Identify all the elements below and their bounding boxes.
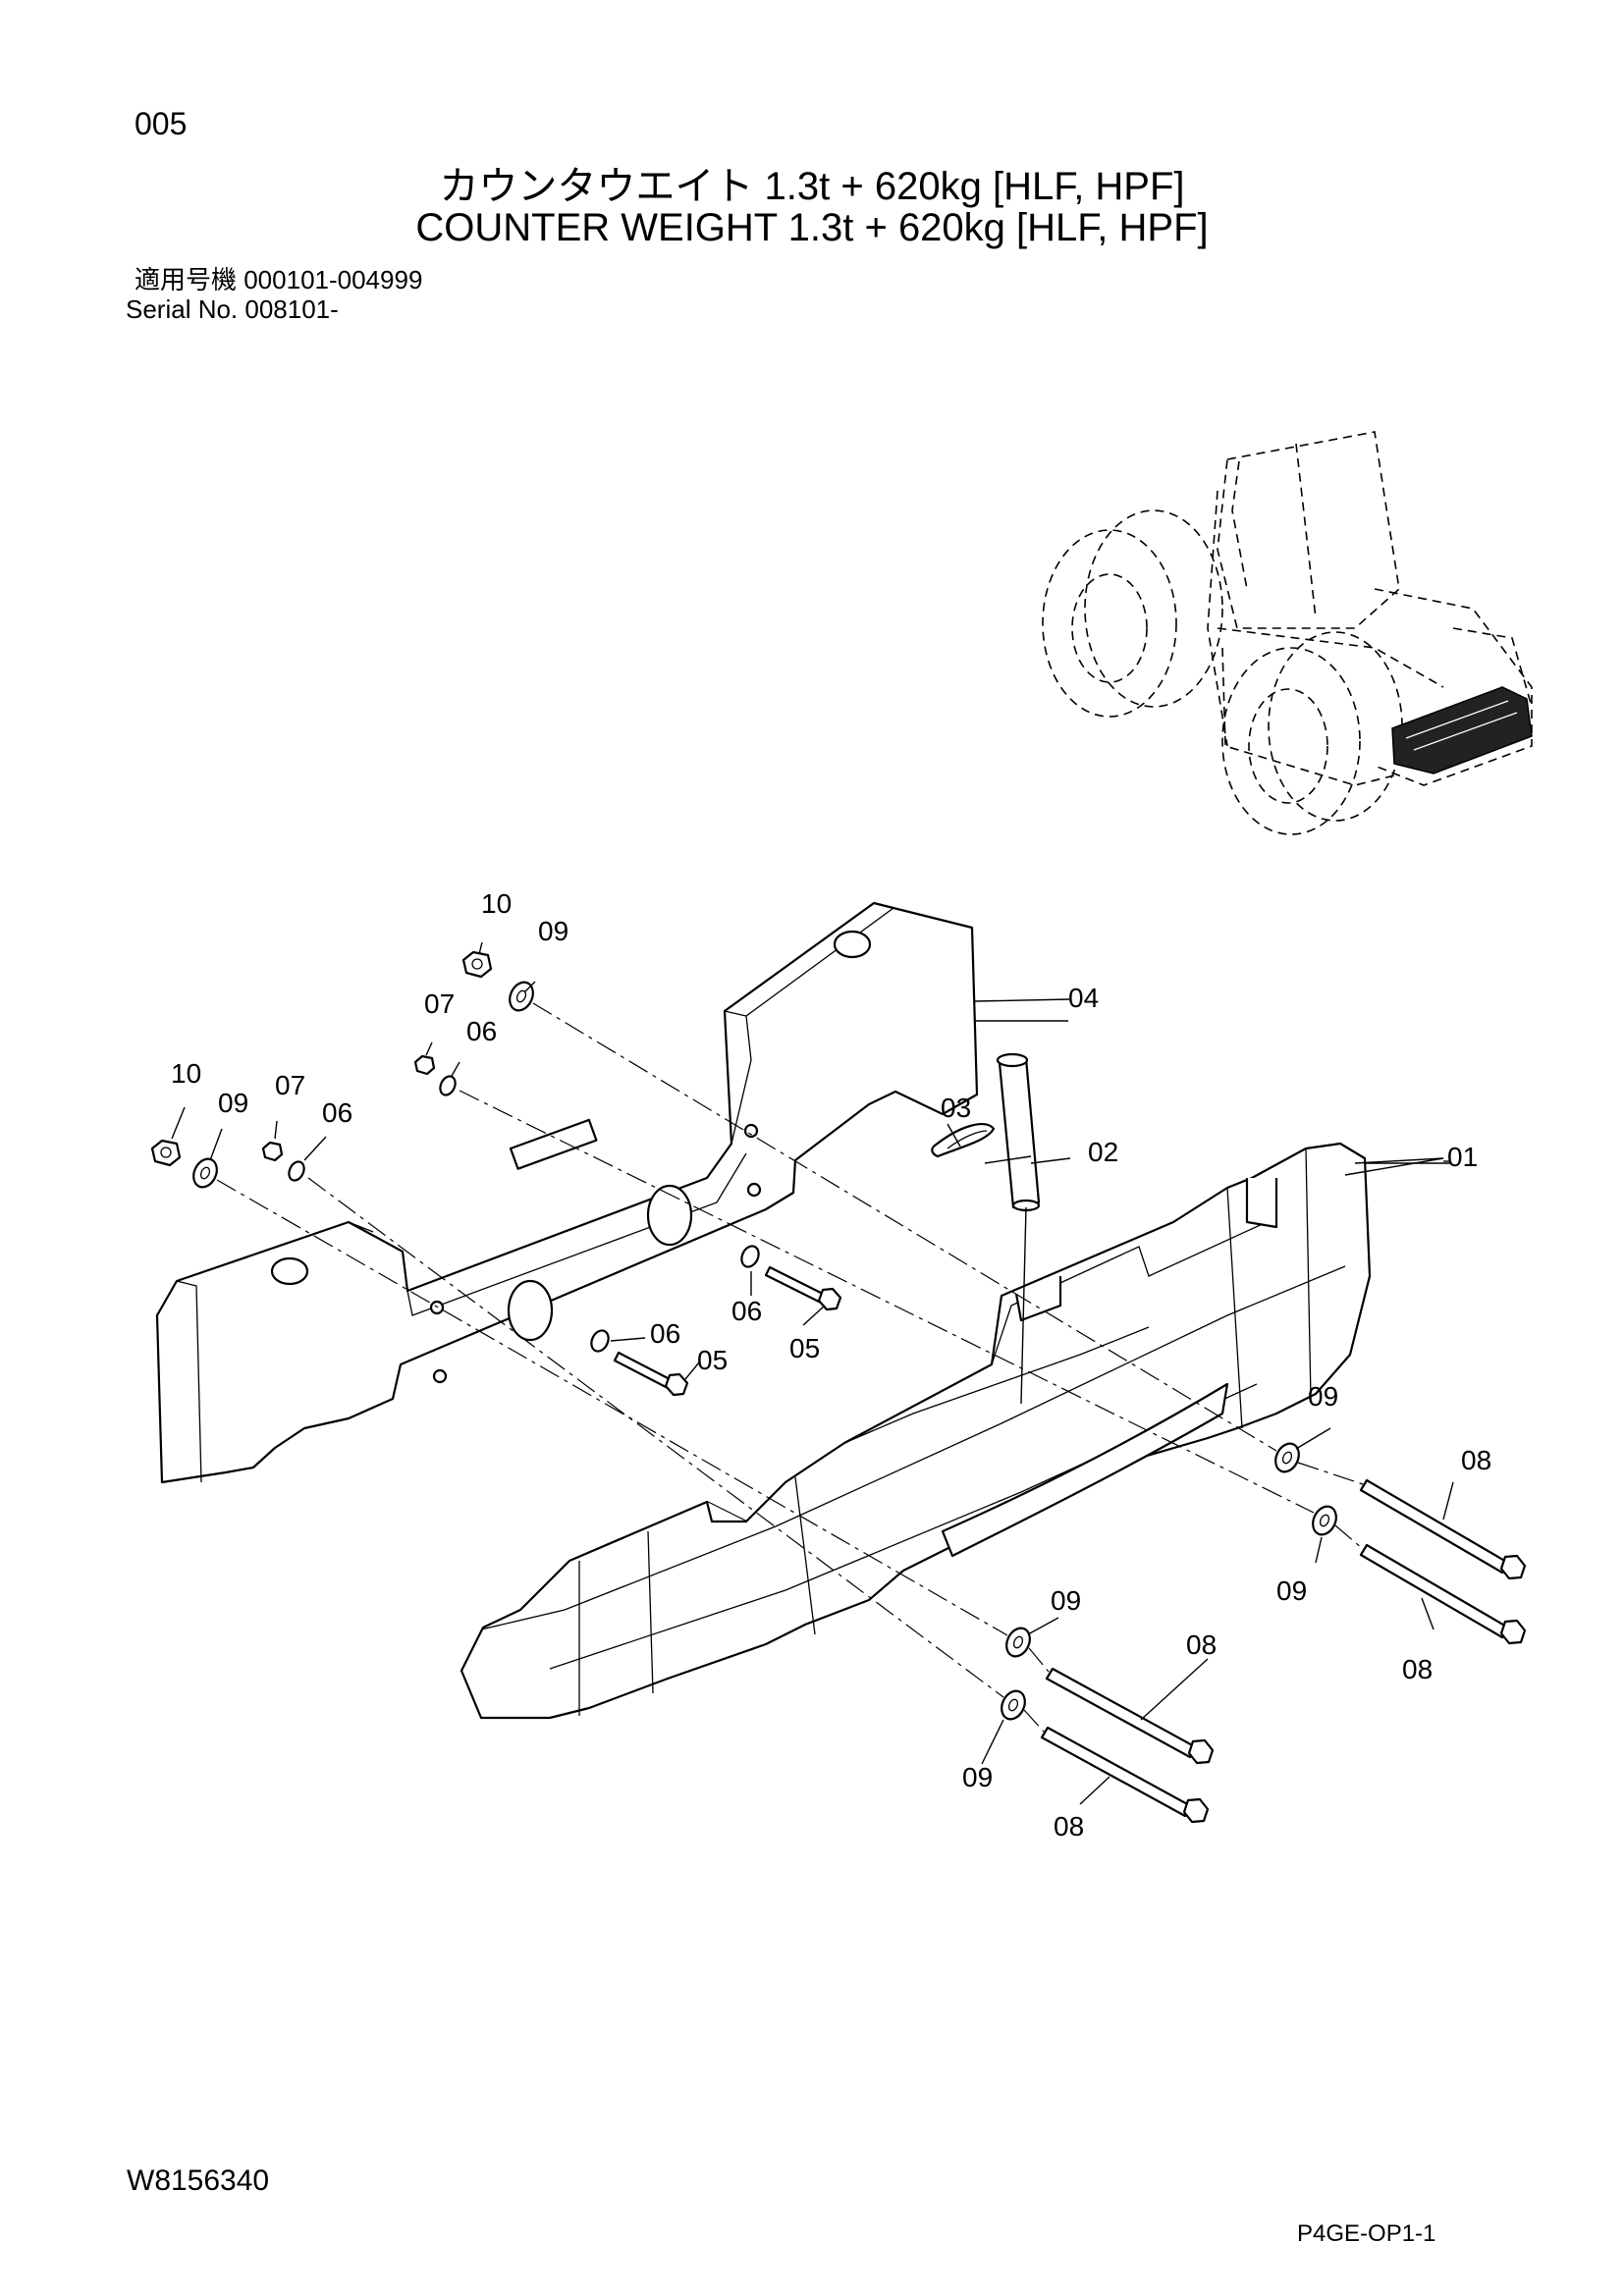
counter-weight-plate [155, 901, 979, 1484]
serial-range-japanese: 適用号機 000101-004999 [135, 265, 423, 294]
page-title-english: COUNTER WEIGHT 1.3t + 620kg [HLF, HPF] [415, 206, 1209, 249]
callout-05-upper: 05 [789, 1333, 820, 1363]
short-bolt-lower [613, 1351, 689, 1397]
small-washers [288, 1075, 760, 1353]
callout-06-center: 06 [731, 1296, 762, 1326]
callout-08-right: 08 [1402, 1654, 1433, 1684]
callout-10-lower: 10 [171, 1058, 201, 1089]
serial-range-english: Serial No. 008101- [126, 294, 339, 324]
washers [192, 981, 1337, 1721]
callout-05-lower: 05 [697, 1345, 728, 1375]
small-nut-upper [413, 1054, 436, 1076]
tractor-locator-illustration [1042, 431, 1533, 835]
assembly-axis-lines [216, 1002, 1364, 1733]
short-bolt-upper [764, 1265, 842, 1311]
callout-06-left: 06 [650, 1318, 680, 1349]
nut-upper [461, 950, 493, 979]
callout-10-upper: 10 [481, 888, 512, 919]
callout-09-right-lower: 09 [1276, 1575, 1307, 1606]
lock-pin [931, 1122, 996, 1158]
callout-03: 03 [941, 1093, 971, 1123]
callout-06-lower: 06 [322, 1097, 352, 1128]
page-number: 005 [135, 106, 188, 141]
callout-08-upper: 08 [1461, 1445, 1491, 1475]
callout-02: 02 [1088, 1137, 1118, 1167]
small-nut-lower [261, 1141, 284, 1162]
drawing-number: W8156340 [127, 2164, 270, 2197]
callout-09-center: 09 [1051, 1585, 1081, 1616]
callout-01: 01 [1447, 1142, 1478, 1172]
callout-09-left: 09 [218, 1088, 248, 1118]
part-callouts: 01 02 03 04 05 05 06 06 06 06 07 07 08 0… [171, 888, 1491, 1842]
callout-04: 04 [1068, 983, 1099, 1013]
front-counter-weight-body [460, 1142, 1372, 1720]
callout-08-center: 08 [1186, 1629, 1217, 1660]
callout-07-lower: 07 [275, 1070, 305, 1100]
callout-06-upper: 06 [466, 1016, 497, 1046]
callout-07-upper: 07 [424, 988, 455, 1019]
long-bolts [1040, 1478, 1527, 1824]
callout-08-bottom: 08 [1054, 1811, 1084, 1842]
callout-09-upper: 09 [538, 916, 568, 946]
page-title-japanese: カウンタウエイト 1.3t + 620kg [HLF, HPF] [439, 165, 1185, 208]
callout-09-right-upper: 09 [1308, 1381, 1338, 1412]
page-code: P4GE-OP1-1 [1297, 2220, 1436, 2247]
nut-lower [150, 1139, 182, 1167]
callout-09-bottom: 09 [962, 1762, 993, 1792]
callout-leader-lines [171, 941, 1454, 1805]
pin [996, 1052, 1041, 1405]
